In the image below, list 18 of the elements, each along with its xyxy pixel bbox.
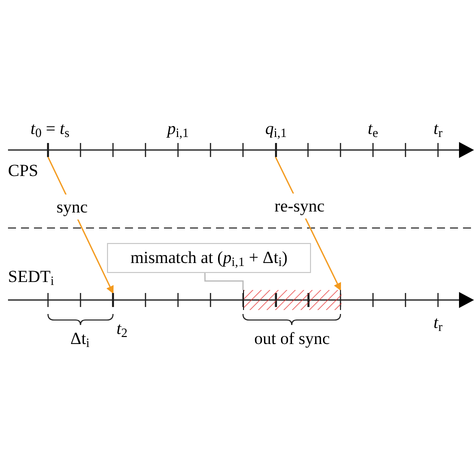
axis-label: SEDT$_{i}$ <box>8 266 54 288</box>
callout-text: mismatch at (p$_{i,1}$ + Δt$_{i}$) <box>130 247 288 271</box>
tick-mark <box>274 143 276 157</box>
axis-label: t$_{r}$ <box>434 312 442 334</box>
axis-label: CPS <box>8 160 38 182</box>
tick-mark <box>112 293 114 307</box>
leader-line <box>204 273 244 290</box>
axis-label: t$_{r}$ <box>434 118 442 140</box>
node-caption: t$_{2}$ <box>116 318 128 340</box>
node-caption: t$_{0}$ = t$_{s}$ <box>30 118 70 140</box>
hatched-region <box>243 290 340 310</box>
axis-label: p$_{i,1}$ <box>167 118 189 140</box>
node-caption: out of sync <box>254 328 330 350</box>
node-caption: q$_{i,1}$ <box>265 118 287 140</box>
axis-label: t$_{e}$ <box>368 118 378 140</box>
callout-box <box>107 243 311 273</box>
tick-mark <box>47 143 49 157</box>
axis-label: Δt$_{i}$ <box>70 328 90 350</box>
